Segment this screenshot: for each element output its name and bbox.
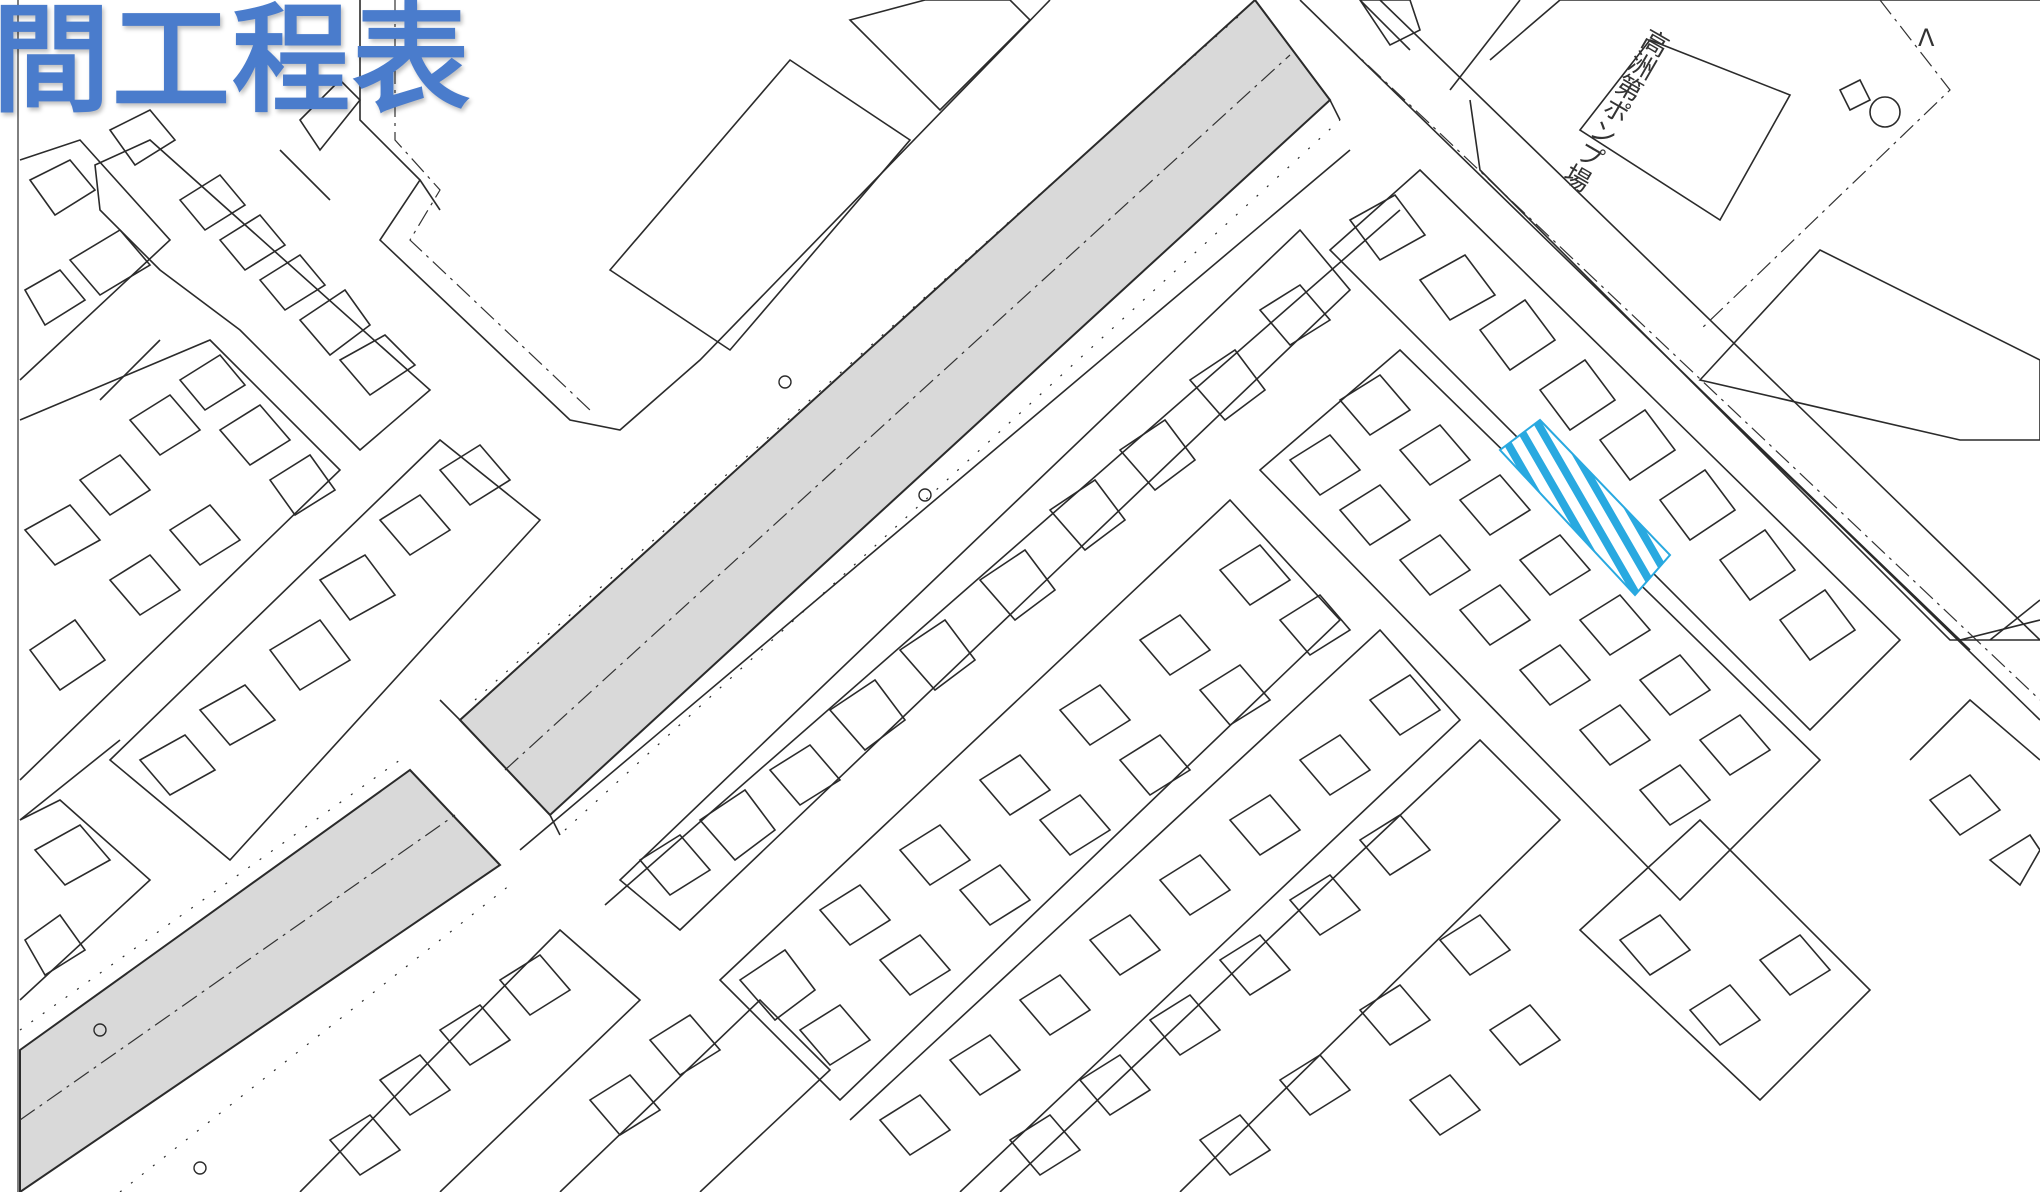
linear-park-lower [19,759,511,1192]
right-residential-blocks [1258,168,1902,1102]
upper-left-structures [279,0,1051,431]
linear-park-upper [439,0,1341,836]
left-residential-blocks [19,109,542,1001]
marker-circle [93,1023,107,1037]
far-right-blocks [1909,599,2040,887]
central-residential-blocks [618,228,1562,1192]
highlighted-work-area [1498,418,1672,597]
facility-label: 高洲第ポンプ場 [1556,22,1673,195]
lower-left-blocks [299,928,832,1192]
marker-circle [778,375,792,389]
circle-structure [1869,96,1901,128]
marker-circle [918,488,932,502]
pump-station-area [1359,0,2040,651]
corner-mark: Λ [1918,24,1935,52]
marker-circle [193,1161,207,1175]
page-title: 間工程表 [0,0,473,129]
